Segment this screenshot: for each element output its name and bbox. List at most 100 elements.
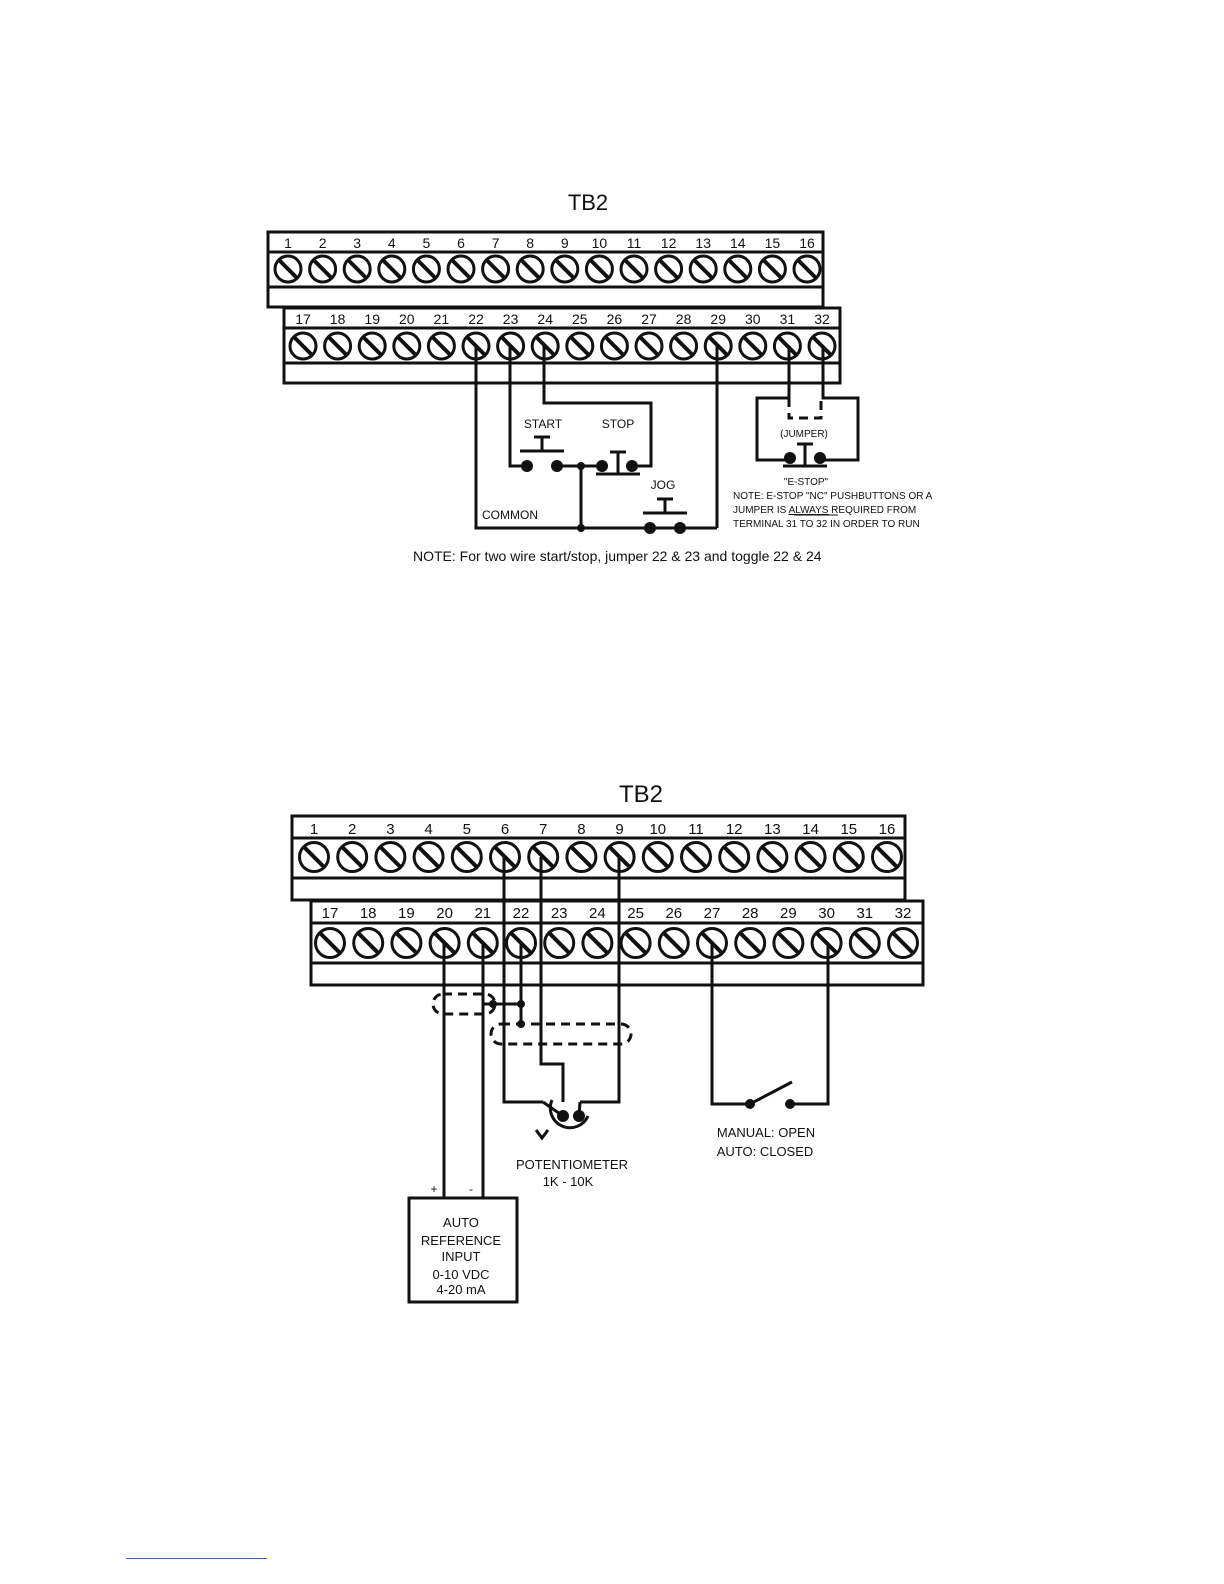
terminal-screw-icon [738, 331, 768, 361]
minus-label: - [469, 1182, 473, 1196]
terminal-number: 15 [840, 821, 857, 838]
terminal-number: 4 [424, 821, 432, 838]
terminal-number: 30 [745, 311, 761, 327]
terminal-number: 29 [780, 905, 797, 922]
terminal-screw-icon [288, 331, 318, 361]
potentiometer-range-label: 1K - 10K [543, 1174, 594, 1189]
terminal-screw-icon [374, 841, 407, 873]
terminal-number: 28 [742, 905, 759, 922]
terminal-screw-icon [450, 841, 483, 873]
terminal-number: 30 [818, 905, 835, 922]
estop-jumper-wiring: (JUMPER) "E-STOP" NOTE: E-STOP "NC" PUSH… [733, 346, 933, 530]
stop-label: STOP [602, 417, 634, 431]
terminal-screw-icon [680, 841, 712, 873]
terminal-screw-icon [352, 927, 385, 959]
terminal-number: 22 [513, 905, 530, 922]
footer-rule [126, 1558, 267, 1559]
terminal-screw-icon [581, 927, 614, 959]
terminal-screw-icon [772, 331, 802, 361]
terminal-screw-icon [634, 331, 664, 361]
jog-pushbutton-icon [643, 497, 687, 534]
start-stop-jog-wiring: START STOP JOG COMMON [474, 346, 719, 534]
terminal-screw-icon [308, 254, 338, 284]
terminal-screw-icon [543, 927, 576, 959]
terminal-number: 27 [704, 905, 721, 922]
terminal-screw-icon [871, 841, 903, 873]
toggle-switch-icon [745, 1080, 795, 1109]
terminal-number: 5 [423, 235, 431, 251]
terminal-number: 8 [526, 235, 534, 251]
estop-note-line-1: NOTE: E-STOP "NC" PUSHBUTTONS OR A [733, 491, 933, 502]
terminal-number: 17 [322, 905, 339, 922]
terminal-number: 32 [895, 905, 912, 922]
terminal-number: 16 [799, 235, 815, 251]
terminal-screw-icon [314, 927, 346, 959]
terminal-screw-icon [669, 331, 699, 361]
terminal-screw-icon [757, 254, 787, 284]
terminal-number: 32 [814, 311, 830, 327]
terminal-screw-icon [412, 841, 445, 873]
diagram-2-title: TB2 [619, 781, 663, 808]
terminal-screw-icon [446, 254, 476, 284]
terminal-number: 25 [627, 905, 644, 922]
terminal-screw-icon [718, 841, 751, 873]
terminal-screw-icon [357, 331, 387, 361]
auto-reference-wiring: + - AUTO REFERENCE INPUT 0-10 VDC 4-20 m… [407, 943, 525, 1304]
potentiometer-icon [534, 1099, 590, 1141]
terminal-number: 25 [572, 311, 588, 327]
terminal-number: 15 [765, 235, 781, 251]
ref-line-5: 4-20 mA [436, 1282, 485, 1297]
plus-label: + [430, 1182, 437, 1196]
terminal-number: 16 [879, 821, 896, 838]
terminal-screw-icon [565, 841, 598, 873]
terminal-screw-icon [619, 254, 649, 284]
two-wire-note: NOTE: For two wire start/stop, jumper 22… [413, 548, 822, 564]
terminal-screw-icon [550, 254, 580, 284]
terminal-number: 14 [730, 235, 746, 251]
terminal-number: 2 [319, 235, 327, 251]
stop-pushbutton-icon [596, 450, 640, 476]
terminal-number: 23 [503, 311, 519, 327]
terminal-screw-icon [298, 841, 330, 873]
terminal-screw-icon [848, 927, 881, 959]
ref-line-3: INPUT [442, 1249, 481, 1264]
terminal-screw-icon [619, 927, 652, 959]
terminal-number: 21 [434, 311, 450, 327]
potentiometer-wiring: POTENTIOMETER 1K - 10K [489, 857, 633, 1189]
terminal-screw-icon [654, 254, 684, 284]
terminal-screw-icon [832, 841, 865, 873]
junction-dot [577, 462, 585, 470]
terminal-screw-icon [565, 331, 595, 361]
terminal-screw-icon [584, 254, 614, 284]
terminal-number: 18 [330, 311, 346, 327]
jog-label: JOG [651, 478, 676, 492]
terminal-number: 10 [592, 235, 608, 251]
terminal-number: 24 [537, 311, 553, 327]
terminal-screw-icon [336, 841, 369, 873]
terminal-number: 22 [468, 311, 484, 327]
terminal-number: 12 [661, 235, 677, 251]
terminal-screw-icon [426, 331, 456, 361]
terminal-number: 13 [695, 235, 711, 251]
diagram-1-title: TB2 [568, 190, 608, 215]
terminal-number: 13 [764, 821, 781, 838]
auto-label: AUTO: CLOSED [717, 1144, 814, 1159]
terminal-screw-icon [887, 927, 919, 959]
terminal-screw-icon [323, 331, 353, 361]
terminal-number: 3 [353, 235, 361, 251]
terminal-screw-icon [411, 254, 441, 284]
auto-reference-input-box [407, 1196, 519, 1304]
terminal-number: 6 [501, 821, 509, 838]
terminal-number: 7 [492, 235, 500, 251]
terminal-number: 27 [641, 311, 657, 327]
terminal-number: 5 [463, 821, 471, 838]
terminal-screw-icon [772, 927, 805, 959]
terminal-number: 11 [688, 821, 704, 838]
manual-auto-switch-wiring: MANUAL: OPEN AUTO: CLOSED [710, 943, 830, 1159]
terminal-number: 29 [710, 311, 726, 327]
terminal-number: 31 [780, 311, 796, 327]
ref-line-2: REFERENCE [421, 1233, 502, 1248]
terminal-number: 11 [627, 235, 642, 251]
common-label: COMMON [482, 508, 538, 522]
